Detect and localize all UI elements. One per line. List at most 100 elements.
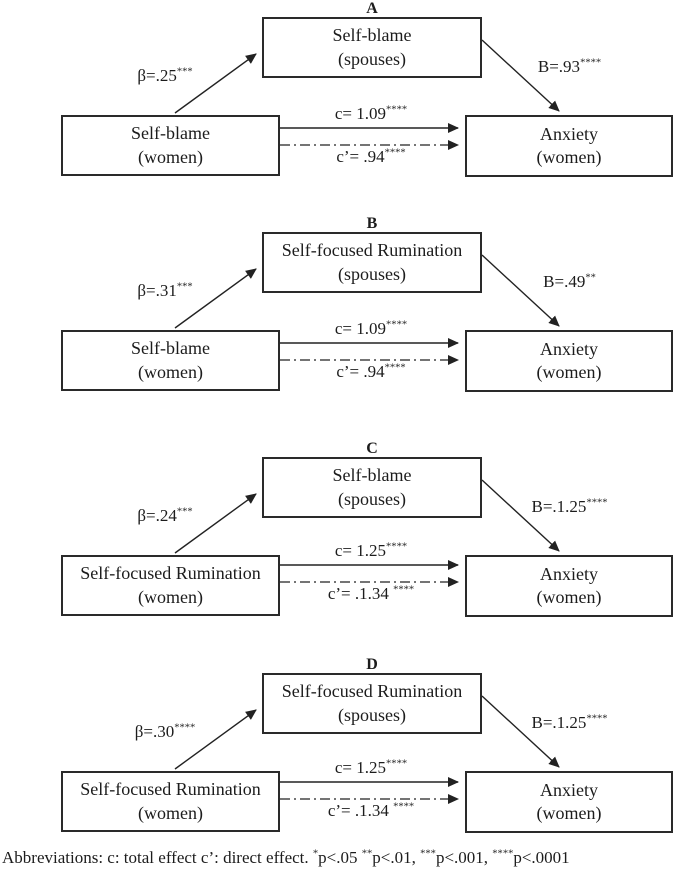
mediator-name: Self-blame bbox=[332, 25, 412, 46]
panel-c: C Self-blame (spouses) Self-focused Rumi… bbox=[0, 440, 685, 660]
path-a-label: β=.30**** bbox=[110, 722, 220, 742]
outcome-group: (women) bbox=[536, 362, 602, 382]
outcome-group: (women) bbox=[536, 147, 602, 167]
panel-title: D bbox=[366, 656, 378, 673]
total-effect-label: c= 1.25**** bbox=[311, 541, 431, 561]
total-effect-value: c= 1.25 bbox=[334, 758, 387, 777]
path-a-label: β=.24*** bbox=[110, 506, 220, 526]
path-a-label: β=.25*** bbox=[110, 66, 220, 86]
sig-4-threshold: p<.0001 bbox=[513, 848, 570, 867]
abbreviations-text: Abbreviations: c: total effect c’: direc… bbox=[2, 848, 313, 867]
path-a-sig: *** bbox=[176, 506, 193, 518]
path-b-sig: ** bbox=[585, 272, 596, 284]
predictor-group: (women) bbox=[138, 586, 203, 607]
abbreviations-note: Abbreviations: c: total effect c’: direc… bbox=[2, 848, 684, 868]
a-path-arrow bbox=[174, 268, 257, 329]
path-a-value: β=.24 bbox=[137, 506, 177, 525]
panel-title: A bbox=[366, 0, 378, 17]
predictor-group: (women) bbox=[138, 802, 203, 823]
path-b-sig: **** bbox=[586, 713, 608, 725]
predictor-box: Self-focused Rumination (women) bbox=[61, 771, 280, 832]
predictor-name: Self-blame bbox=[131, 338, 210, 359]
direct-effect-sig: **** bbox=[384, 362, 406, 374]
sig-1-star: * bbox=[312, 848, 319, 860]
direct-effect-label: c’= .94**** bbox=[311, 147, 431, 167]
sig-1-threshold: p<.05 bbox=[318, 848, 362, 867]
total-effect-label: c= 1.25**** bbox=[311, 758, 431, 778]
panel-title: B bbox=[366, 215, 378, 232]
path-a-value: β=.30 bbox=[134, 722, 175, 741]
b-path-arrow bbox=[481, 695, 560, 768]
path-b-label: B=.1.25**** bbox=[512, 713, 627, 733]
outcome-box: Anxiety (women) bbox=[465, 115, 673, 177]
path-a-value: β=.25 bbox=[137, 66, 177, 85]
b-path-arrow bbox=[481, 479, 560, 552]
total-effect-label: c= 1.09**** bbox=[311, 319, 431, 339]
total-effect-sig: **** bbox=[386, 104, 408, 116]
total-effect-value: c= 1.09 bbox=[334, 319, 387, 338]
path-a-sig: *** bbox=[176, 281, 193, 293]
total-effect-sig: **** bbox=[386, 541, 408, 553]
mediator-box: Self-blame (spouses) bbox=[262, 457, 482, 518]
predictor-group: (women) bbox=[138, 146, 203, 167]
predictor-box: Self-focused Rumination (women) bbox=[61, 555, 280, 616]
path-b-label: B=.93**** bbox=[512, 57, 627, 77]
total-effect-label: c= 1.09**** bbox=[311, 104, 431, 124]
path-b-value: B=.1.25 bbox=[531, 713, 587, 732]
a-path-arrow bbox=[174, 53, 257, 114]
panel-a-arrows bbox=[174, 39, 560, 150]
panel-b: B Self-focused Rumination (spouses) Self… bbox=[0, 215, 685, 435]
direct-effect-value: c’= .94 bbox=[336, 147, 385, 166]
panel-c-arrows bbox=[174, 479, 560, 587]
mediator-box: Self-blame (spouses) bbox=[262, 17, 482, 78]
mediator-name: Self-blame bbox=[332, 465, 412, 486]
panel-d: D Self-focused Rumination (spouses) Self… bbox=[0, 656, 685, 873]
direct-effect-sig: **** bbox=[393, 801, 415, 813]
direct-effect-sig: **** bbox=[384, 147, 406, 159]
b-path-arrow bbox=[481, 254, 560, 327]
sig-2-threshold: p<.01, bbox=[372, 848, 421, 867]
path-b-sig: **** bbox=[580, 57, 602, 69]
outcome-name: Anxiety bbox=[540, 779, 598, 800]
direct-effect-value: c’= .94 bbox=[336, 362, 385, 381]
outcome-box: Anxiety (women) bbox=[465, 771, 673, 833]
a-path-arrow bbox=[174, 493, 257, 554]
sig-2-star: ** bbox=[361, 848, 373, 860]
direct-effect-label: c’= .94**** bbox=[311, 362, 431, 382]
mediator-group: (spouses) bbox=[338, 48, 406, 69]
path-a-sig: **** bbox=[174, 722, 196, 734]
path-a-sig: *** bbox=[176, 66, 193, 78]
outcome-box: Anxiety (women) bbox=[465, 555, 673, 617]
panel-b-arrows bbox=[174, 254, 560, 365]
predictor-group: (women) bbox=[138, 361, 203, 382]
total-effect-sig: **** bbox=[386, 758, 408, 770]
predictor-box: Self-blame (women) bbox=[61, 115, 280, 176]
direct-effect-label: c’= .1.34 **** bbox=[311, 584, 431, 604]
path-b-value: B=.1.25 bbox=[531, 497, 587, 516]
mediator-group: (spouses) bbox=[338, 704, 406, 725]
mediator-box: Self-focused Rumination (spouses) bbox=[262, 673, 482, 734]
outcome-name: Anxiety bbox=[540, 563, 598, 584]
direct-effect-label: c’= .1.34 **** bbox=[311, 801, 431, 821]
outcome-box: Anxiety (women) bbox=[465, 330, 673, 392]
mediator-group: (spouses) bbox=[338, 263, 406, 284]
path-a-label: β=.31*** bbox=[110, 281, 220, 301]
total-effect-sig: **** bbox=[386, 319, 408, 331]
total-effect-value: c= 1.25 bbox=[334, 541, 387, 560]
predictor-name: Self-blame bbox=[131, 123, 210, 144]
predictor-name: Self-focused Rumination bbox=[80, 563, 261, 584]
mediator-box: Self-focused Rumination (spouses) bbox=[262, 232, 482, 293]
total-effect-value: c= 1.09 bbox=[334, 104, 387, 123]
mediator-name: Self-focused Rumination bbox=[281, 681, 463, 702]
predictor-name: Self-focused Rumination bbox=[80, 779, 261, 800]
panel-a: A Self-blame (spouses) Self-blame (women… bbox=[0, 0, 685, 220]
a-path-arrow bbox=[174, 709, 257, 770]
outcome-group: (women) bbox=[536, 803, 602, 823]
path-b-label: B=.49** bbox=[512, 272, 627, 292]
panel-d-arrows bbox=[174, 695, 560, 804]
path-a-value: β=.31 bbox=[137, 281, 177, 300]
direct-effect-sig: **** bbox=[393, 584, 415, 596]
b-path-arrow bbox=[481, 39, 560, 112]
mediator-name: Self-focused Rumination bbox=[281, 240, 463, 261]
